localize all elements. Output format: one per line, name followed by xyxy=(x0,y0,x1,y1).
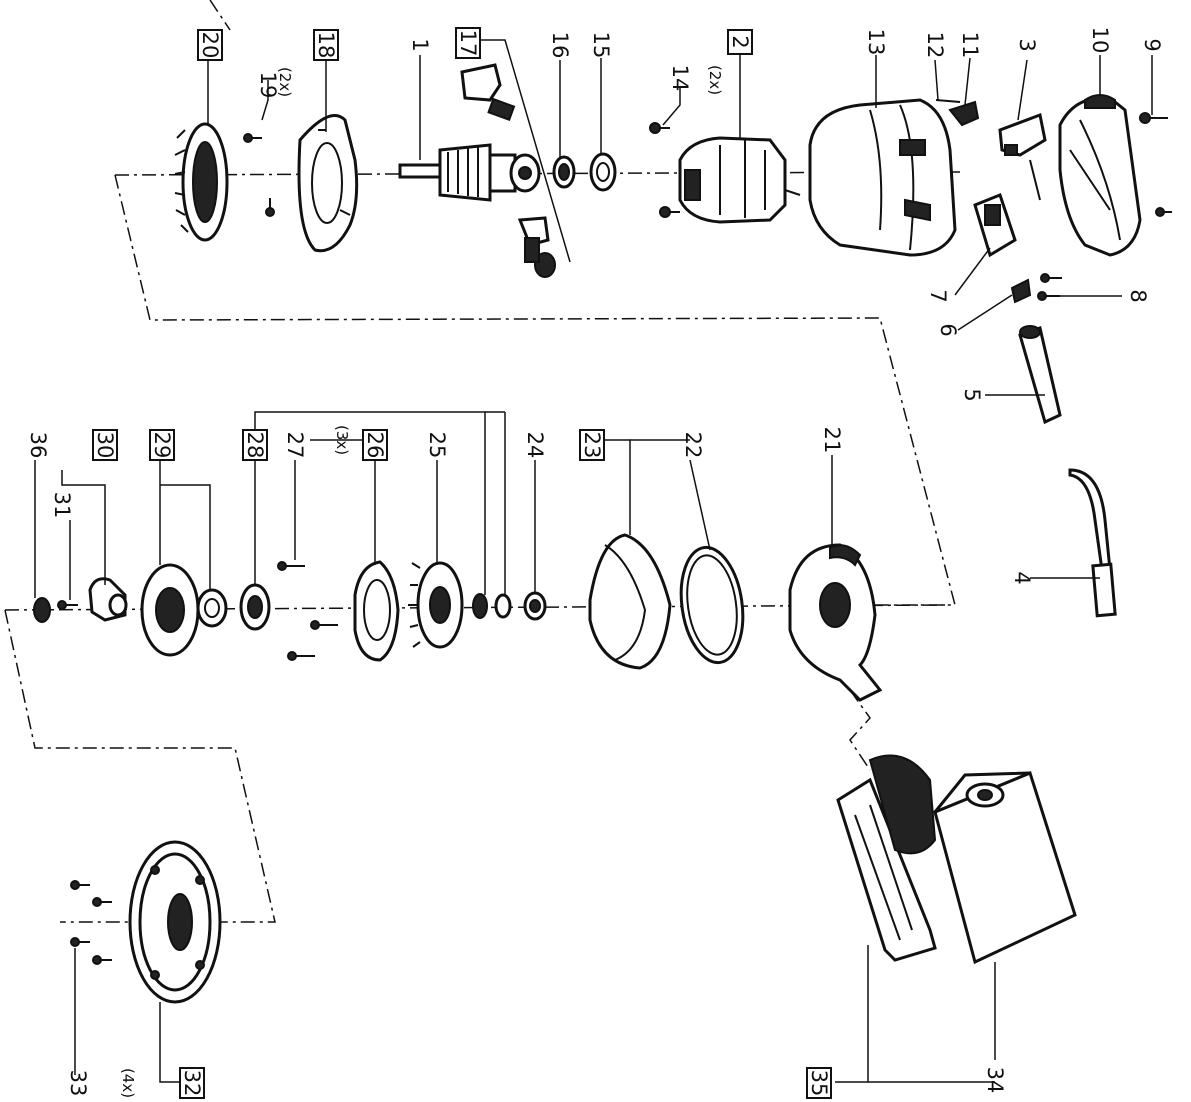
label-13: 13 xyxy=(864,29,888,56)
part-25-gear xyxy=(408,561,464,649)
qty-18: (2x) xyxy=(276,67,294,97)
label-33: 33 xyxy=(66,1070,90,1097)
part-31-screw xyxy=(57,600,78,610)
label-25: 25 xyxy=(425,432,449,459)
label-35: 35 xyxy=(807,1070,831,1097)
label-9: 9 xyxy=(1140,38,1164,51)
label-1: 1 xyxy=(408,38,432,51)
label-15: 15 xyxy=(589,32,613,59)
part-3-switch xyxy=(998,112,1047,201)
part-15-bearing xyxy=(589,152,617,192)
label-23: 23 xyxy=(580,432,604,459)
label-27: 27 xyxy=(283,432,307,459)
label-19: 19 xyxy=(256,72,280,99)
part-17-brush-holders xyxy=(460,63,556,278)
part-28-small-parts xyxy=(472,593,512,619)
label-3: 3 xyxy=(1015,38,1039,51)
label-11: 11 xyxy=(958,32,982,59)
part-1-armature xyxy=(398,143,541,202)
part-24-bearing xyxy=(523,591,547,621)
labels: 20 18 17 2 23 28 26 29 30 32 35 19 1 16 … xyxy=(26,27,1164,1099)
part-6-cable-clamp xyxy=(1010,278,1032,304)
part-33-screws xyxy=(70,880,112,965)
part-4-power-cable xyxy=(1068,468,1117,618)
leader-lines xyxy=(34,39,1153,1083)
part-23-skirt xyxy=(588,533,672,670)
part-19-screws xyxy=(243,133,275,217)
label-12: 12 xyxy=(923,32,947,59)
part-12-component xyxy=(935,99,961,103)
part-28-bearing xyxy=(239,583,271,631)
part-35-dust-container xyxy=(836,754,937,962)
part-7-slider xyxy=(973,193,1017,258)
part-2-field-coil xyxy=(678,136,801,224)
qty-2: (2x) xyxy=(706,65,724,95)
label-5: 5 xyxy=(960,388,984,401)
part-10-rear-cover xyxy=(1058,94,1142,257)
label-8: 8 xyxy=(1126,289,1150,302)
label-20: 20 xyxy=(198,32,222,59)
part-9-screw xyxy=(1139,112,1172,217)
part-30-eccentric xyxy=(88,577,128,622)
label-22: 22 xyxy=(681,432,705,459)
part-21-gear-housing xyxy=(788,543,883,702)
part-5-cable-sleeve xyxy=(1018,325,1062,425)
label-14: 14 xyxy=(668,65,692,92)
part-14-screws xyxy=(649,122,680,218)
part-11-clip xyxy=(948,100,980,127)
part-22-seal xyxy=(679,545,745,665)
label-32: 32 xyxy=(180,1070,204,1097)
qty-26: (3x) xyxy=(333,425,351,455)
label-21: 21 xyxy=(820,427,844,454)
label-6: 6 xyxy=(936,323,960,336)
label-36: 36 xyxy=(26,432,50,459)
label-24: 24 xyxy=(523,432,547,459)
part-20-fan xyxy=(174,122,229,242)
label-34: 34 xyxy=(983,1067,1007,1094)
part-8-screws xyxy=(1037,273,1062,301)
part-29-flange xyxy=(140,563,228,657)
label-18: 18 xyxy=(314,32,338,59)
label-16: 16 xyxy=(548,32,572,59)
part-34-filter-box xyxy=(933,770,1077,965)
part-27-screws xyxy=(277,561,338,661)
part-32-backing-pad xyxy=(128,840,222,1004)
label-30: 30 xyxy=(93,432,117,459)
qty-32: (4x) xyxy=(119,1068,137,1098)
part-16-bearing xyxy=(552,155,576,189)
label-29: 29 xyxy=(150,432,174,459)
label-28: 28 xyxy=(243,432,267,459)
part-36-cap xyxy=(33,597,51,623)
label-7: 7 xyxy=(926,289,950,302)
part-26-plate xyxy=(353,560,400,662)
part-13-motor-housing xyxy=(808,98,957,257)
label-2: 2 xyxy=(728,35,752,48)
label-17: 17 xyxy=(456,30,480,57)
part-18-baffle xyxy=(297,114,359,253)
label-4: 4 xyxy=(1010,571,1034,584)
label-31: 31 xyxy=(50,492,74,519)
label-10: 10 xyxy=(1088,27,1112,54)
label-26: 26 xyxy=(363,432,387,459)
